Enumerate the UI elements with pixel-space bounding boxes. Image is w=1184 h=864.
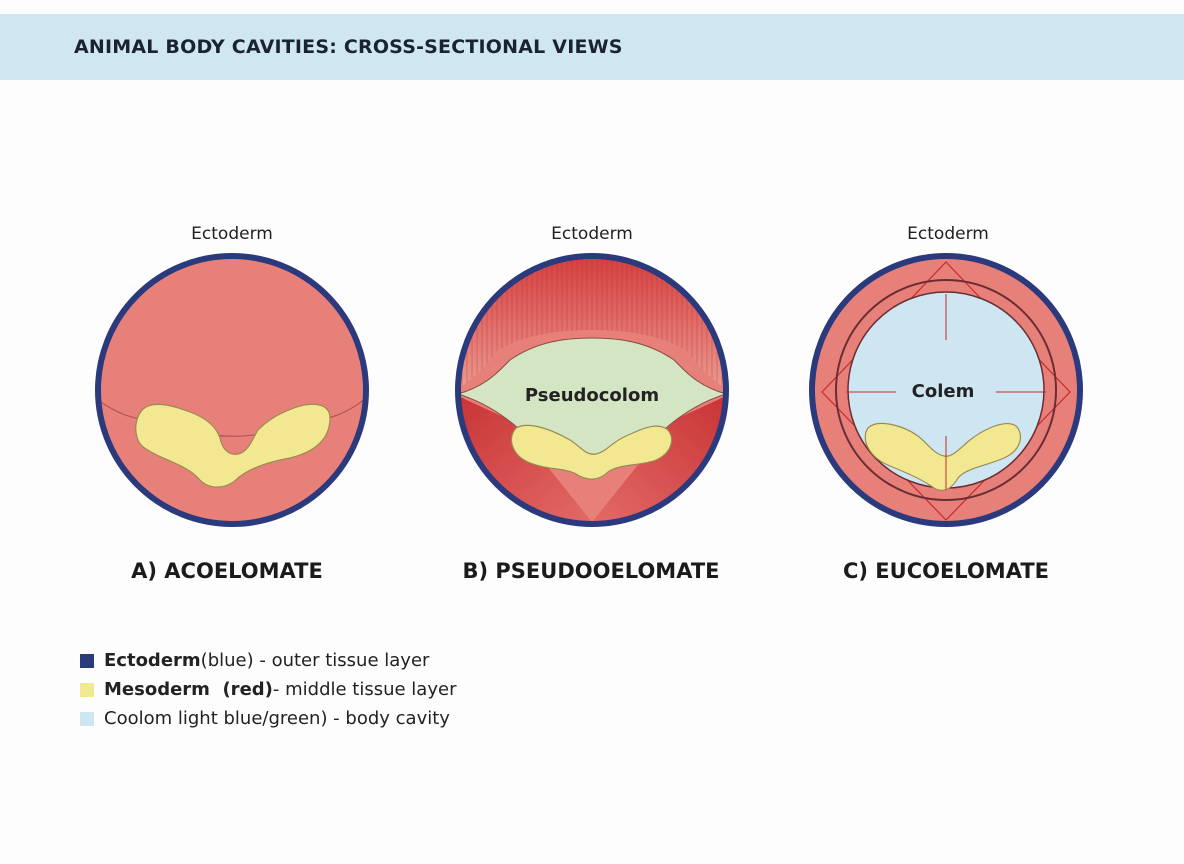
eucoelomate-ectoderm-label: Ectoderm xyxy=(907,224,989,244)
eucoelomate-title: C) EUCOELOMATE xyxy=(842,559,1049,583)
square-icon xyxy=(80,682,94,697)
square-icon xyxy=(80,653,94,668)
title-bar: ANIMAL BODY CAVITIES: CROSS-SECTIONAL VI… xyxy=(0,14,1184,80)
acoelomate-endoderm-gut xyxy=(135,403,331,488)
legend-description: (blue) - outer tissue layer xyxy=(200,650,430,671)
acoelomate-diagram xyxy=(95,253,369,527)
pseudocoelomate-endoderm-gut xyxy=(511,424,673,480)
pseudocoelom-label: Pseudocolom xyxy=(524,385,660,406)
acoelomate-title: A) ACOELOMATE xyxy=(131,559,323,583)
pseudocoelomate-ectoderm-ring xyxy=(455,253,729,527)
page-title: ANIMAL BODY CAVITIES: CROSS-SECTIONAL VI… xyxy=(74,36,623,58)
eucoelomate-ectoderm-ring xyxy=(809,253,1083,527)
acoelomate-ectoderm-ring xyxy=(95,253,369,527)
legend-term: Mesoderm (red) xyxy=(104,679,273,700)
coelom-label: Colem xyxy=(911,381,975,402)
pseudocoelomate-title: B) PSEUDOOELOMATE xyxy=(462,559,720,583)
eucoelomate-endoderm-gut xyxy=(864,422,1022,491)
acoelomate-ectoderm-label: Ectoderm xyxy=(191,224,273,244)
legend-item-ectoderm: Ectoderm (blue) - outer tissue layer xyxy=(80,646,456,675)
legend: Ectoderm (blue) - outer tissue layer Mes… xyxy=(80,646,456,733)
legend-item-mesoderm: Mesoderm (red) - middle tissue layer xyxy=(80,675,456,704)
pseudocoelomate-ectoderm-label: Ectoderm xyxy=(551,224,633,244)
legend-description: Coolom light blue/green) - body cavity xyxy=(104,708,450,729)
legend-term: Ectoderm xyxy=(104,650,201,671)
legend-description: - middle tissue layer xyxy=(272,679,457,700)
pseudocoelomate-diagram xyxy=(455,253,729,527)
square-icon xyxy=(80,711,94,726)
eucoelomate-diagram xyxy=(809,253,1083,527)
legend-item-coelom: Coolom light blue/green) - body cavity xyxy=(80,704,456,733)
